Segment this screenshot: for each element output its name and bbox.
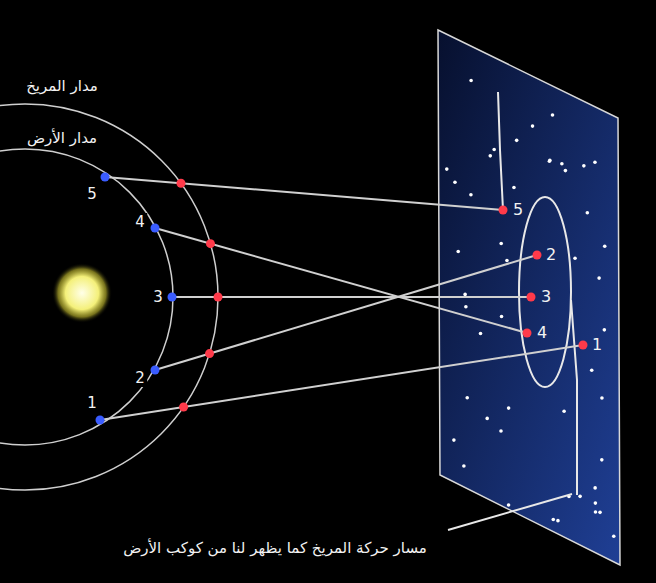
star	[507, 406, 511, 410]
earth-position	[168, 293, 177, 302]
star	[515, 139, 519, 143]
star	[499, 242, 503, 246]
caption-note: مسار حركة المريخ كما يظهر لنا من كوكب ال…	[121, 539, 429, 557]
mars-position	[176, 179, 185, 188]
star	[556, 519, 560, 523]
star	[594, 501, 598, 505]
star	[445, 167, 449, 171]
star	[600, 396, 604, 400]
star	[500, 315, 504, 319]
star	[551, 113, 555, 117]
star	[612, 534, 616, 538]
star	[597, 276, 601, 280]
star	[485, 417, 489, 421]
callout-number: 4	[535, 323, 549, 342]
orbit-label: مدار المريخ	[24, 77, 100, 95]
star	[548, 159, 552, 163]
callout-number: 2	[133, 369, 147, 387]
star	[452, 438, 456, 442]
star	[562, 410, 566, 414]
sun	[52, 263, 112, 323]
star	[453, 180, 457, 184]
star	[492, 148, 496, 152]
stars	[445, 79, 616, 538]
star	[582, 164, 586, 168]
sight-line	[155, 255, 537, 370]
callout-number: 1	[590, 335, 604, 354]
earth-position	[96, 416, 105, 425]
star	[600, 458, 604, 462]
star	[593, 160, 597, 164]
star	[507, 503, 511, 507]
star	[560, 162, 564, 166]
mars-apparent-position	[523, 329, 532, 338]
callout-number: 1	[85, 394, 99, 412]
star	[548, 159, 552, 163]
star	[594, 510, 598, 514]
star	[593, 486, 597, 490]
star	[469, 79, 473, 83]
star	[469, 193, 473, 197]
earth-position	[151, 224, 160, 233]
star	[505, 259, 509, 263]
star	[603, 244, 607, 248]
earth-position	[101, 173, 110, 182]
mars-apparent-position	[499, 206, 508, 215]
callout-number: 3	[539, 287, 553, 306]
star	[465, 396, 469, 400]
star	[462, 464, 466, 468]
star	[586, 211, 590, 215]
mars-apparent-position	[533, 251, 542, 260]
mars-apparent-position	[579, 341, 588, 350]
mars-position	[214, 293, 223, 302]
mars-apparent-position	[527, 293, 536, 302]
sight-line	[155, 228, 527, 333]
earth-position	[151, 366, 160, 375]
star	[499, 429, 503, 433]
star	[603, 328, 607, 332]
mars-position	[205, 349, 214, 358]
sight-lines	[96, 173, 588, 425]
orbit-label: مدار الأرض	[25, 129, 99, 147]
star	[512, 186, 516, 190]
mars-position	[206, 239, 215, 248]
callout-number: 5	[511, 200, 525, 219]
mars-position	[179, 403, 188, 412]
star	[456, 250, 460, 254]
star	[590, 368, 594, 372]
star	[479, 332, 483, 336]
callout-number: 5	[85, 185, 99, 203]
star	[578, 495, 582, 499]
sight-line	[100, 345, 583, 420]
star	[598, 511, 602, 515]
apparent-path	[448, 92, 577, 530]
star	[564, 169, 568, 173]
callout-number: 2	[544, 245, 558, 264]
star	[573, 256, 577, 260]
star	[488, 154, 492, 158]
earth-orbit	[0, 149, 173, 445]
sight-line	[105, 177, 503, 210]
sight-line	[172, 296, 531, 298]
star	[551, 518, 555, 522]
star	[464, 305, 468, 309]
star	[531, 124, 535, 128]
callout-number: 3	[151, 288, 165, 306]
callout-number: 4	[133, 213, 147, 231]
star	[463, 293, 467, 297]
